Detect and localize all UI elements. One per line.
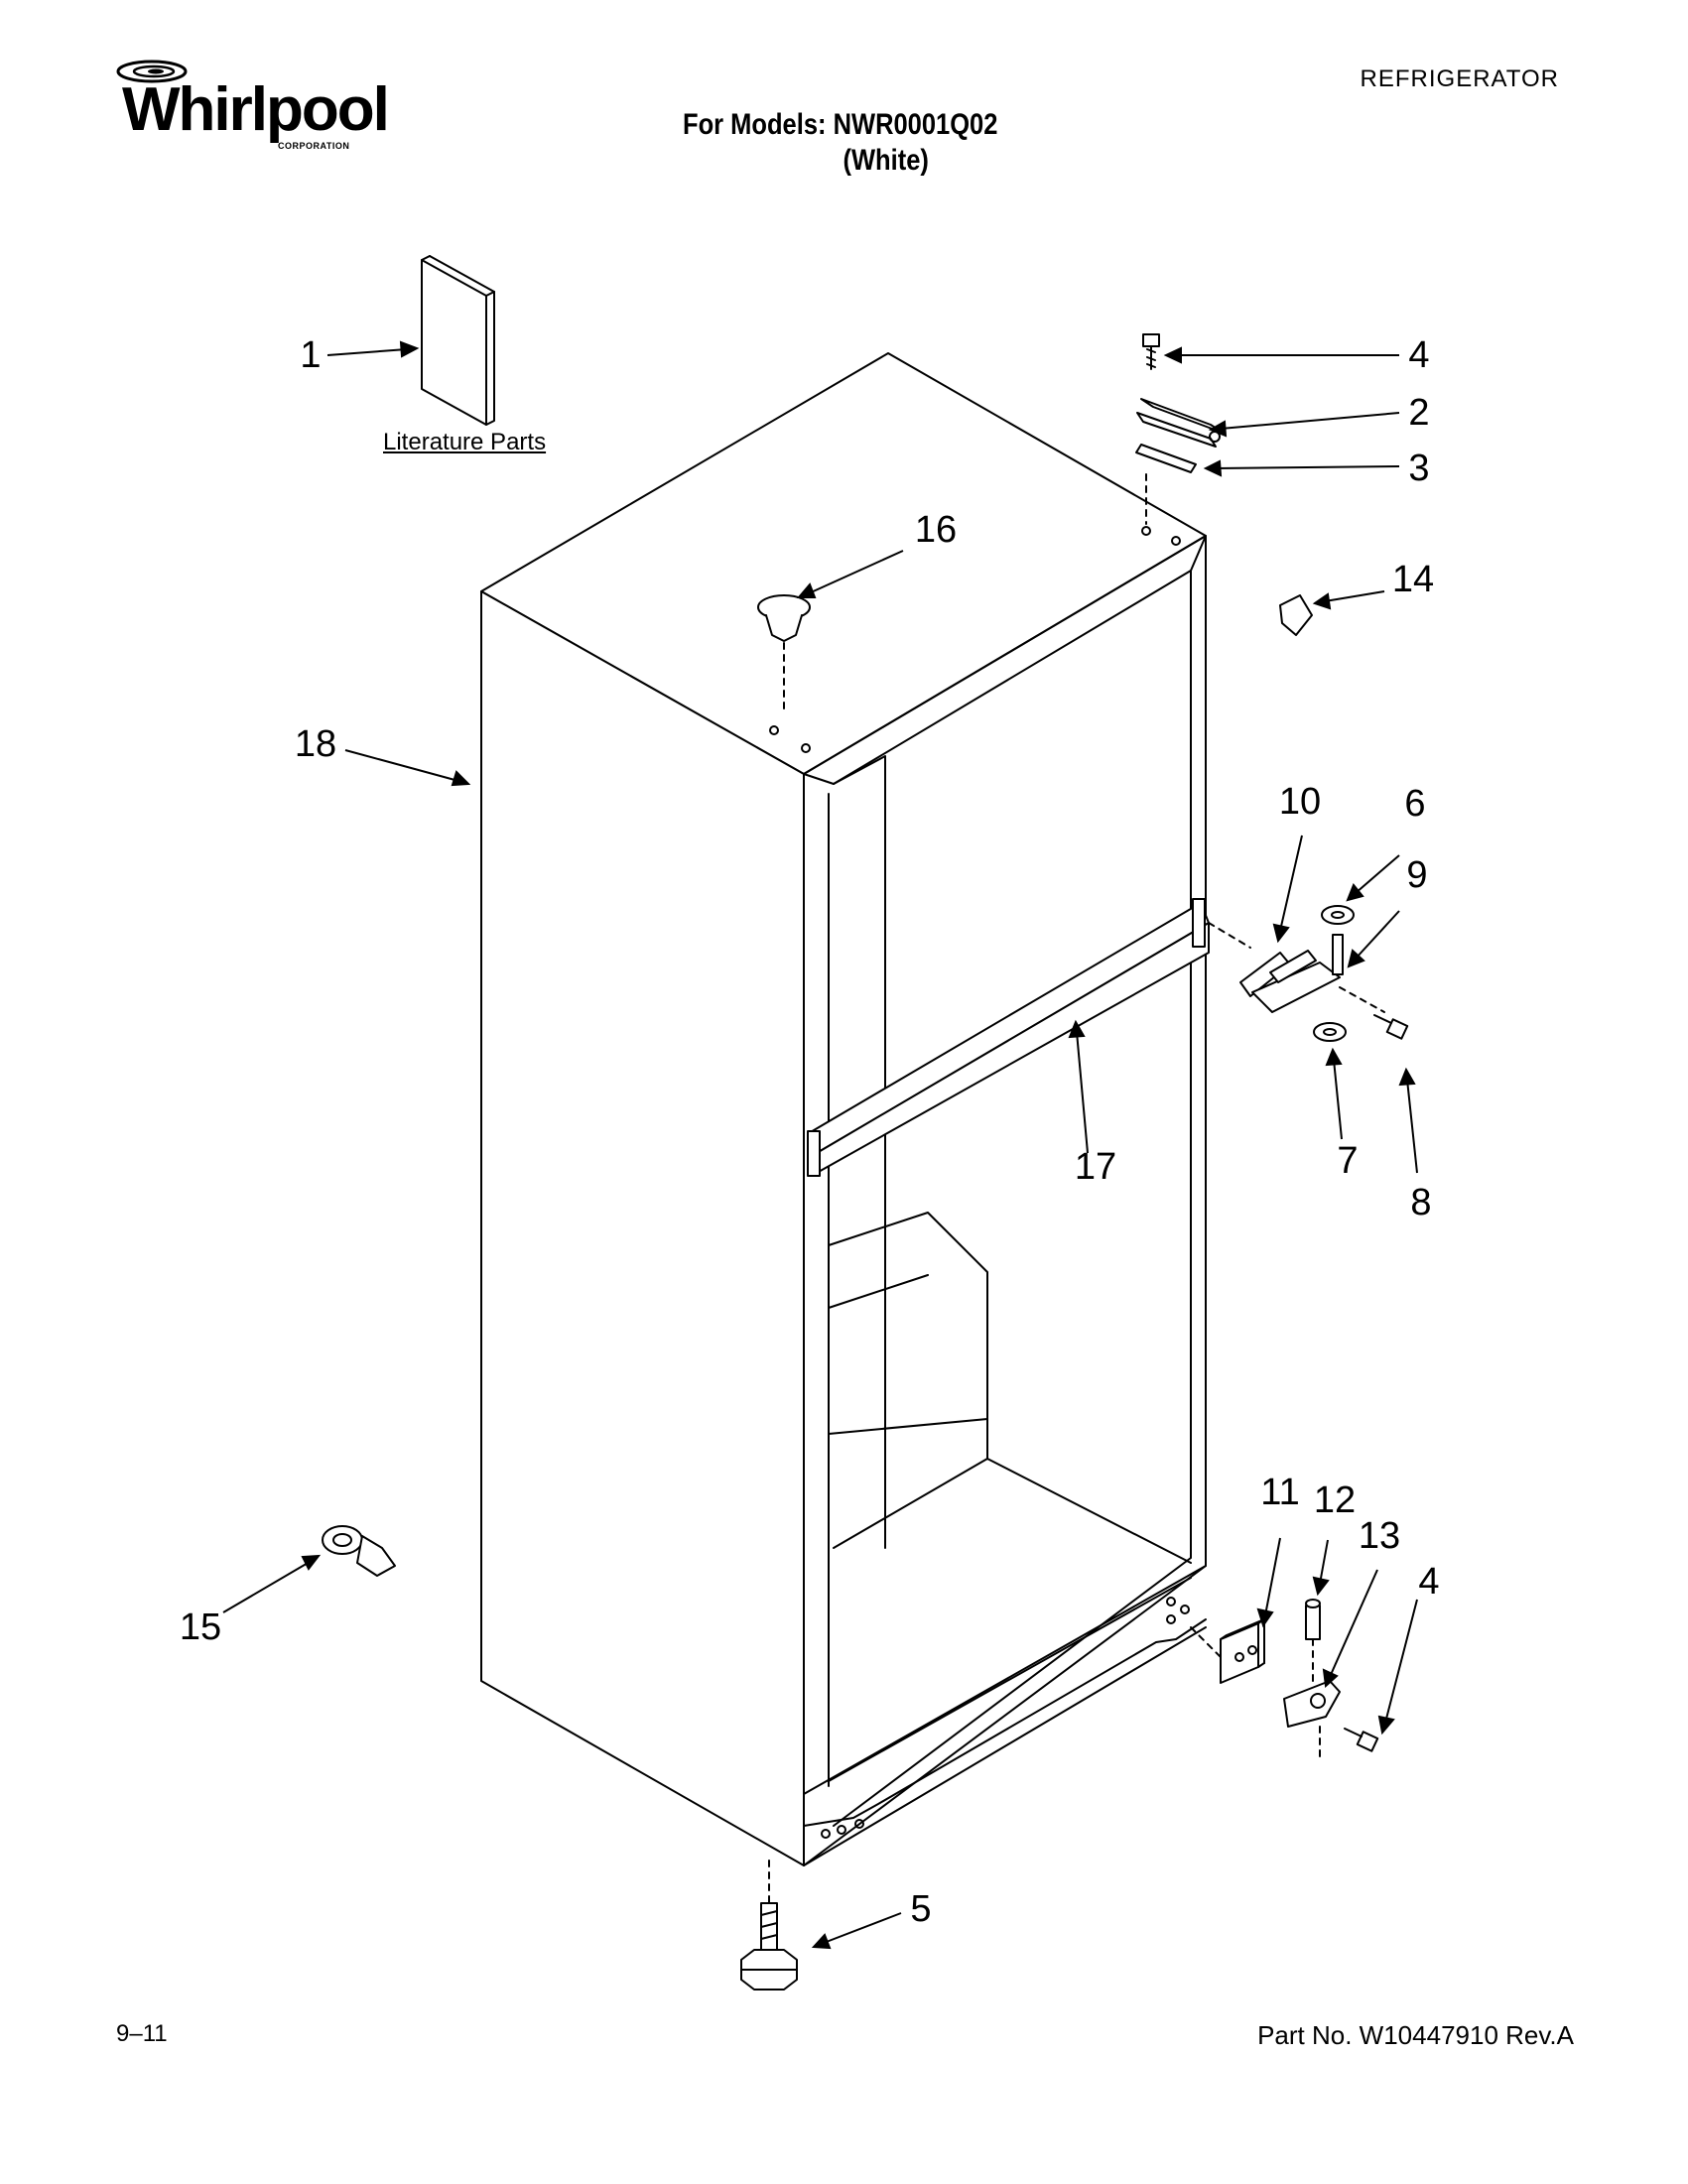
leveling-leg [740, 1860, 798, 1991]
category-label: REFRIGERATOR [1360, 65, 1559, 92]
brand-subtitle: CORPORATION [278, 141, 350, 151]
callout-17: 17 [1074, 1146, 1117, 1188]
models-line: For Models: NWR0001Q02 [683, 108, 998, 141]
refrigerator-cabinet [480, 352, 1207, 1866]
literature-parts-label: Literature Parts [383, 429, 547, 455]
callout-3: 3 [1408, 448, 1430, 489]
callout-18: 18 [294, 723, 337, 765]
top-hinge-parts [1135, 333, 1224, 525]
callout-12: 12 [1313, 1479, 1357, 1521]
callout-14: 14 [1391, 559, 1435, 600]
callout-6: 6 [1404, 783, 1426, 825]
callout-10: 10 [1278, 781, 1322, 823]
hinge-cover [1279, 594, 1313, 636]
models-heading: For Models: NWR0001Q02 (White) [683, 107, 997, 179]
swirl-icon [116, 60, 188, 83]
tubing-clip [322, 1525, 396, 1577]
callout-5: 5 [910, 1888, 932, 1930]
callout-8: 8 [1410, 1182, 1432, 1223]
callout-13: 13 [1358, 1515, 1401, 1557]
callout-7: 7 [1337, 1140, 1359, 1182]
callout-9: 9 [1406, 854, 1428, 896]
callout-11: 11 [1260, 1472, 1300, 1513]
callout-16: 16 [914, 509, 958, 551]
brand-wordmark: Whirlpool [122, 75, 390, 144]
callout-2: 2 [1408, 392, 1430, 434]
center-hinge-parts [1208, 905, 1409, 1042]
whirlpool-logo: Whirlpool CORPORATION [114, 58, 390, 157]
callout-15: 15 [179, 1606, 222, 1648]
divider-rail [807, 898, 1210, 1177]
color-line: (White) [843, 144, 929, 177]
literature-booklet [421, 255, 495, 426]
date-code: 9–11 [116, 2020, 168, 2047]
bottom-hinge-parts [1190, 1599, 1379, 1757]
callout-4-bottom: 4 [1418, 1561, 1440, 1603]
plug-button [757, 594, 811, 710]
callout-1: 1 [300, 334, 322, 376]
callout-4-top: 4 [1408, 334, 1430, 376]
part-number: Part No. W10447910 Rev.A [1257, 2020, 1574, 2050]
